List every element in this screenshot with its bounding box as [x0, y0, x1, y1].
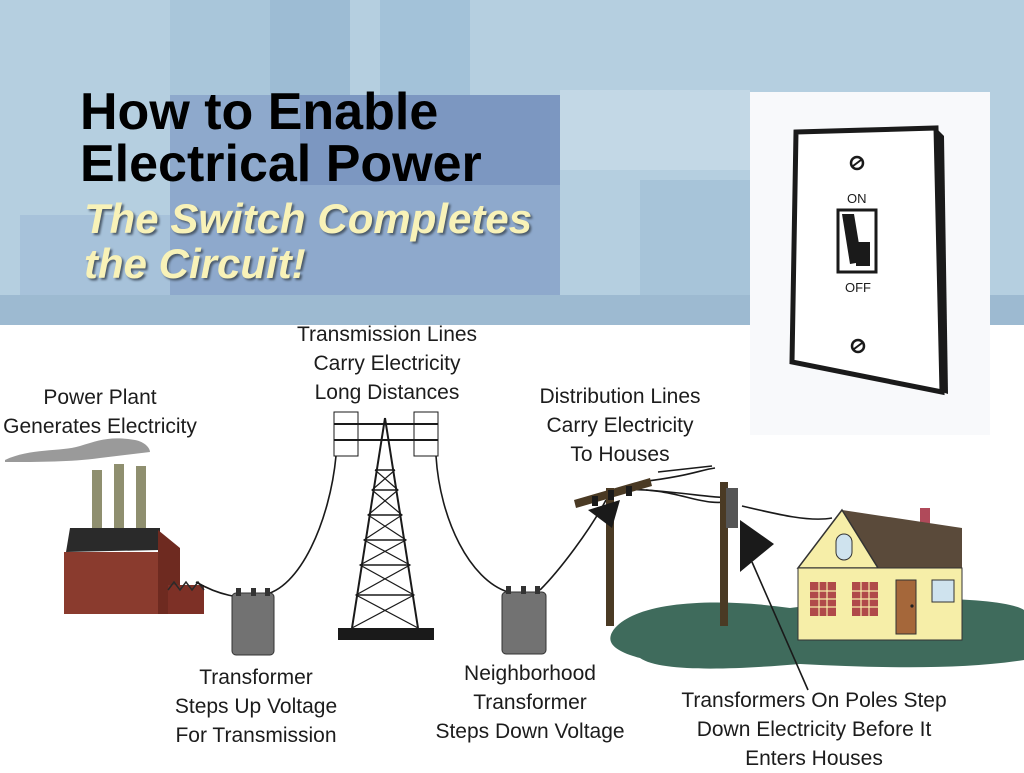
step-up-transformer-icon [231, 588, 275, 656]
label-transmission-line-3: Long Distances [314, 381, 460, 404]
house-icon [796, 508, 963, 641]
title-banner [0, 0, 1024, 325]
page-title: How to Enable Electrical Power [80, 86, 482, 190]
chimneys-icon [92, 464, 146, 532]
neighborhood-transformer-icon [501, 586, 547, 655]
label-transformer-line-1: Transformer [199, 666, 313, 689]
label-distribution-line-3: To Houses [570, 443, 670, 466]
label-pole-transformers: Transformers On Poles Step Down Electric… [664, 686, 964, 773]
subtitle-line-1: The Switch Completes [84, 195, 533, 242]
light-switch-illustration: ON OFF [750, 92, 990, 435]
tower-base [338, 628, 434, 640]
label-neighborhood-line-2: Transformer [473, 691, 587, 714]
utility-pole-icon [574, 478, 652, 626]
switch-off-label: OFF [845, 280, 871, 295]
label-power-plant-line-1: Power Plant [43, 386, 157, 409]
label-transmission-line-1: Transmission Lines [296, 323, 478, 346]
label-step-up-transformer: Transformer Steps Up Voltage For Transmi… [160, 663, 352, 750]
pole-transformer-icon [720, 482, 774, 626]
label-distribution-lines: Distribution Lines Carry Electricity To … [520, 382, 720, 469]
title-line-1: How to Enable [80, 83, 439, 141]
label-distribution-line-1: Distribution Lines [539, 385, 701, 408]
label-power-plant: Power Plant Generates Electricity [0, 383, 200, 441]
label-transformer-line-3: For Transmission [175, 724, 337, 747]
page-subtitle: The Switch Completes the Circuit! [84, 196, 532, 286]
label-distribution-line-2: Carry Electricity [546, 414, 694, 437]
smoke-icon [5, 438, 150, 462]
subtitle-line-2: the Circuit! [84, 240, 306, 287]
label-poles-line-1: Transformers On Poles Step [681, 689, 947, 712]
label-power-plant-line-2: Generates Electricity [3, 415, 197, 438]
grass-patch [610, 598, 1024, 669]
power-lines [195, 455, 833, 691]
label-poles-line-2: Down Electricity Before It [696, 718, 932, 741]
transmission-tower-icon [333, 411, 439, 629]
label-poles-line-3: Enters Houses [745, 747, 883, 770]
switch-plate-icon: ON OFF [789, 125, 948, 396]
power-plant-icon [64, 528, 205, 614]
label-neighborhood-line-1: Neighborhood [464, 662, 596, 685]
label-neighborhood-line-3: Steps Down Voltage [435, 720, 625, 743]
switch-on-label: ON [847, 191, 867, 206]
label-transmission-line-2: Carry Electricity [313, 352, 461, 375]
title-line-2: Electrical Power [80, 135, 482, 193]
label-neighborhood-transformer: Neighborhood Transformer Steps Down Volt… [420, 659, 640, 746]
label-transmission-lines: Transmission Lines Carry Electricity Lon… [280, 320, 494, 407]
label-transformer-line-2: Steps Up Voltage [174, 695, 338, 718]
